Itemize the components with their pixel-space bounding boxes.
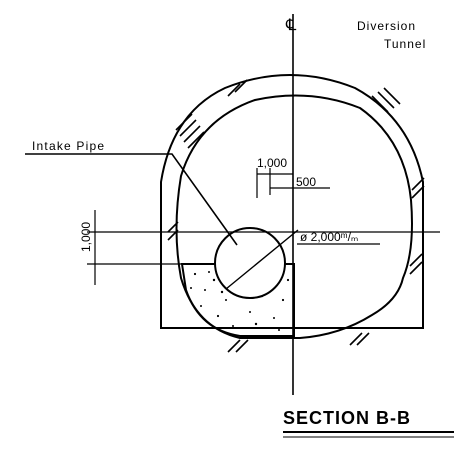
- diameter-label: ø 2,000ᵐ/ₘ: [300, 230, 358, 244]
- dimension-500: 500: [296, 175, 316, 189]
- pipe-diameter-line: [225, 229, 299, 290]
- tunnel-outer-outline: [160, 74, 424, 329]
- tunnel-lining: [160, 74, 425, 353]
- tunnel-label-line2: Tunnel: [384, 37, 426, 51]
- concrete-fill: [180, 263, 295, 337]
- centerline-mark: ℄: [285, 17, 297, 34]
- intake-pipe-circle: [214, 227, 286, 299]
- dimension-1000-top: 1,000: [257, 156, 287, 170]
- concrete-region: [180, 263, 295, 337]
- pipe-leader-line: [25, 153, 238, 246]
- section-title: SECTION B-B: [283, 408, 411, 428]
- lining-hatching: [167, 79, 425, 353]
- tunnel-inner-outline: [175, 94, 413, 339]
- tunnel-label-line1: Diversion: [357, 19, 416, 33]
- intake-pipe-label: Intake Pipe: [32, 139, 105, 153]
- dimension-1000-left: 1,000: [79, 222, 93, 252]
- top-dimension: [256, 168, 330, 198]
